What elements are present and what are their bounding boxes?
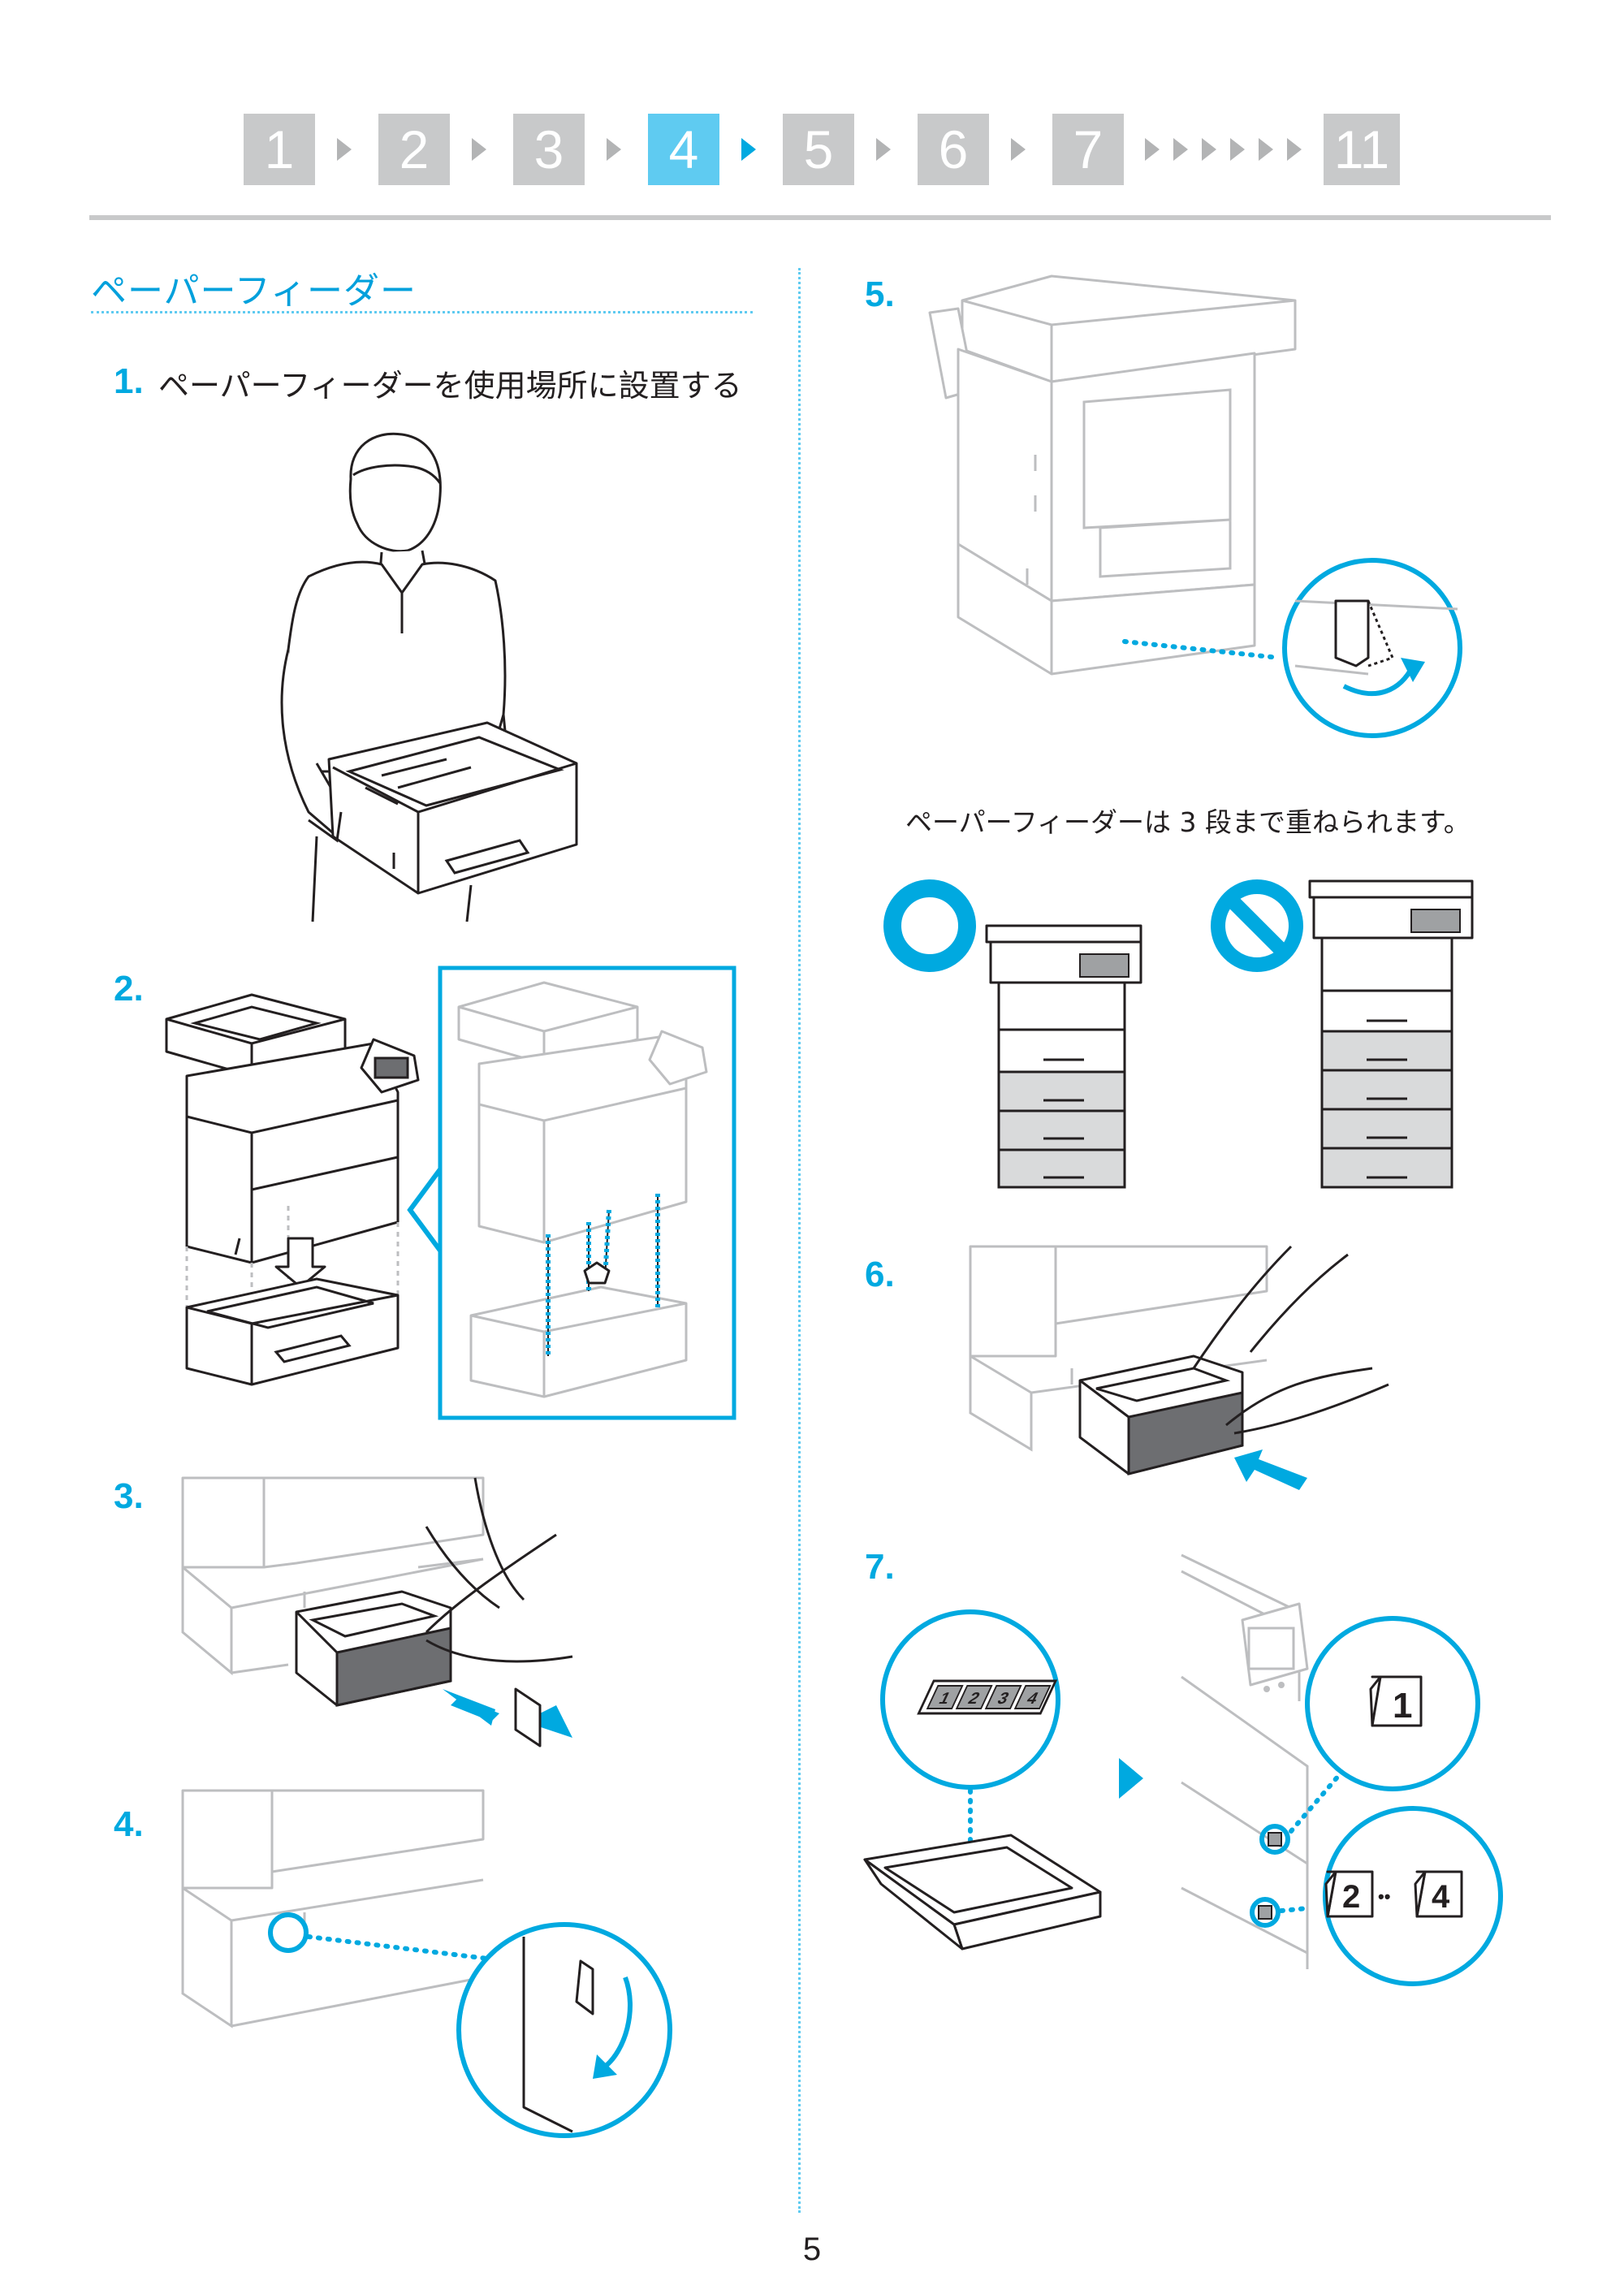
chevron-right-icon: [1259, 138, 1273, 161]
prohibited-stack-illustration: [1211, 879, 1474, 1189]
label-range-dots: ••: [1378, 1886, 1390, 1907]
allowed-stack-illustration: [883, 879, 1142, 1189]
chevron-right-icon: [337, 138, 352, 161]
apply-cassette-labels-illustration: 1 2 •• 4: [1181, 1553, 1503, 1986]
printer-onto-feeder-illustration: [165, 993, 420, 1386]
step-5-number: 5.: [865, 274, 895, 314]
step-3-number: 3.: [114, 1476, 144, 1516]
header-divider: [89, 215, 1551, 220]
chevron-right-icon: [876, 138, 891, 161]
progress-step-1: 1: [244, 114, 315, 185]
section-title-underline: [91, 311, 753, 313]
cassette-1-label: 1: [1393, 1686, 1412, 1726]
person-carrying-feeder-illustration: [280, 432, 578, 922]
stack-limit-note: ペーパーフィーダーは 3 段まで重ねられます。: [905, 806, 1471, 838]
progress-step-4-current: 4: [648, 114, 719, 185]
progress-step-2: 2: [378, 114, 450, 185]
chevron-right-icon: [472, 138, 486, 161]
progress-step-7: 7: [1052, 114, 1124, 185]
release-lever-illustration: [181, 1789, 672, 2138]
chevron-right-icon: [1145, 138, 1160, 161]
step-1-number: 1.: [114, 361, 144, 401]
step-6-number: 6.: [865, 1255, 895, 1294]
progress-step-6: 6: [918, 114, 989, 185]
cassette-2-label: 2: [1342, 1879, 1360, 1915]
stacked-feeder-rear-illustration: [928, 274, 1462, 738]
chevron-right-icon: [1202, 138, 1216, 161]
progress-step-5: 5: [783, 114, 854, 185]
chevron-right-icon: [1287, 138, 1302, 161]
arrow-right-icon: [1119, 1758, 1143, 1799]
prohibited-icon: [1211, 879, 1303, 972]
step-1-text: ペーパーフィーダーを使用場所に設置する: [158, 368, 742, 404]
step-4-number: 4.: [114, 1804, 144, 1844]
cassette-4-label: 4: [1432, 1879, 1450, 1915]
ok-icon: [883, 879, 976, 972]
chevron-right-icon: [607, 138, 621, 161]
chevron-right-icon: [1011, 138, 1026, 161]
section-title: ペーパーフィーダー: [91, 270, 417, 312]
page-number: 5: [802, 2231, 822, 2267]
progress-step-11: 11: [1324, 114, 1400, 185]
chevron-right-icon: [1173, 138, 1188, 161]
pull-out-cassette-illustration: [181, 1476, 573, 1748]
chevron-right-icon: [741, 138, 756, 161]
chevron-right-icon: [1230, 138, 1245, 161]
label-sheet-in-box-illustration: 1 2 3 4: [863, 1609, 1102, 1951]
step-7-number: 7.: [865, 1547, 895, 1587]
step-2-number: 2.: [114, 969, 144, 1009]
progress-step-3: 3: [513, 114, 585, 185]
insert-cassette-illustration: [969, 1245, 1389, 1490]
step-2-detail-inset: [407, 966, 736, 1420]
column-divider: [798, 268, 801, 2213]
step-progress-bar: 1 2 3 4 5 6 7 11: [0, 114, 1624, 187]
